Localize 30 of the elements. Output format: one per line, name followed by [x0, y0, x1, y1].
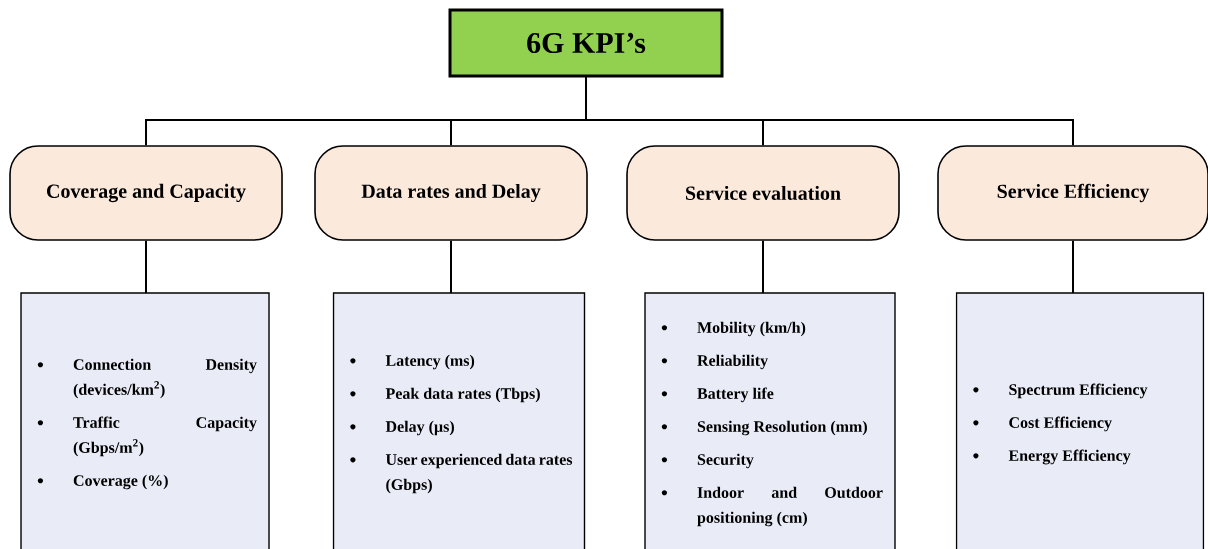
list-item: Coverage (%): [37, 474, 168, 490]
connector-line: [450, 239, 452, 294]
list-item: Traffic Capacity (Gbps/m$^{2}$): [37, 416, 257, 457]
connector-line: [145, 239, 147, 294]
list-item: Peak data rates (Tbps): [350, 387, 540, 403]
list-item: Sensing Resolution (mm): [661, 420, 867, 436]
list-item: Latency (ms): [350, 354, 475, 370]
list-item: Reliability: [661, 354, 768, 370]
list-item: Security: [661, 453, 754, 469]
list-item: User experienced data rates (Gbps): [350, 453, 573, 494]
list-item: Battery life: [661, 387, 774, 403]
list-box: [332, 292, 586, 549]
list-item: Indoor and Outdoor positioning (cm): [661, 486, 883, 527]
list-item: Cost Efficiency: [973, 416, 1112, 432]
connector-line: [585, 76, 1074, 147]
list-item: Spectrum Efficiency: [973, 383, 1148, 399]
category-box: Service evaluation: [626, 145, 900, 241]
list-box: [644, 292, 896, 549]
list-box: [20, 292, 270, 549]
connector-line: [1072, 239, 1074, 294]
list-item: Connection Density (devices/km$^{2}$): [37, 358, 257, 399]
category-box: Service Efficiency: [937, 145, 1208, 241]
list-item: Mobility (km/h): [661, 321, 806, 337]
title-box: 6G KPI’s: [448, 8, 724, 78]
connector-line: [762, 239, 764, 294]
list-item: Energy Efficiency: [973, 449, 1131, 465]
list-item: Delay (µs): [350, 420, 454, 436]
category-box: Data rates and Delay: [314, 145, 588, 241]
list-box: [955, 292, 1205, 549]
category-box: Coverage and Capacity: [9, 145, 283, 241]
